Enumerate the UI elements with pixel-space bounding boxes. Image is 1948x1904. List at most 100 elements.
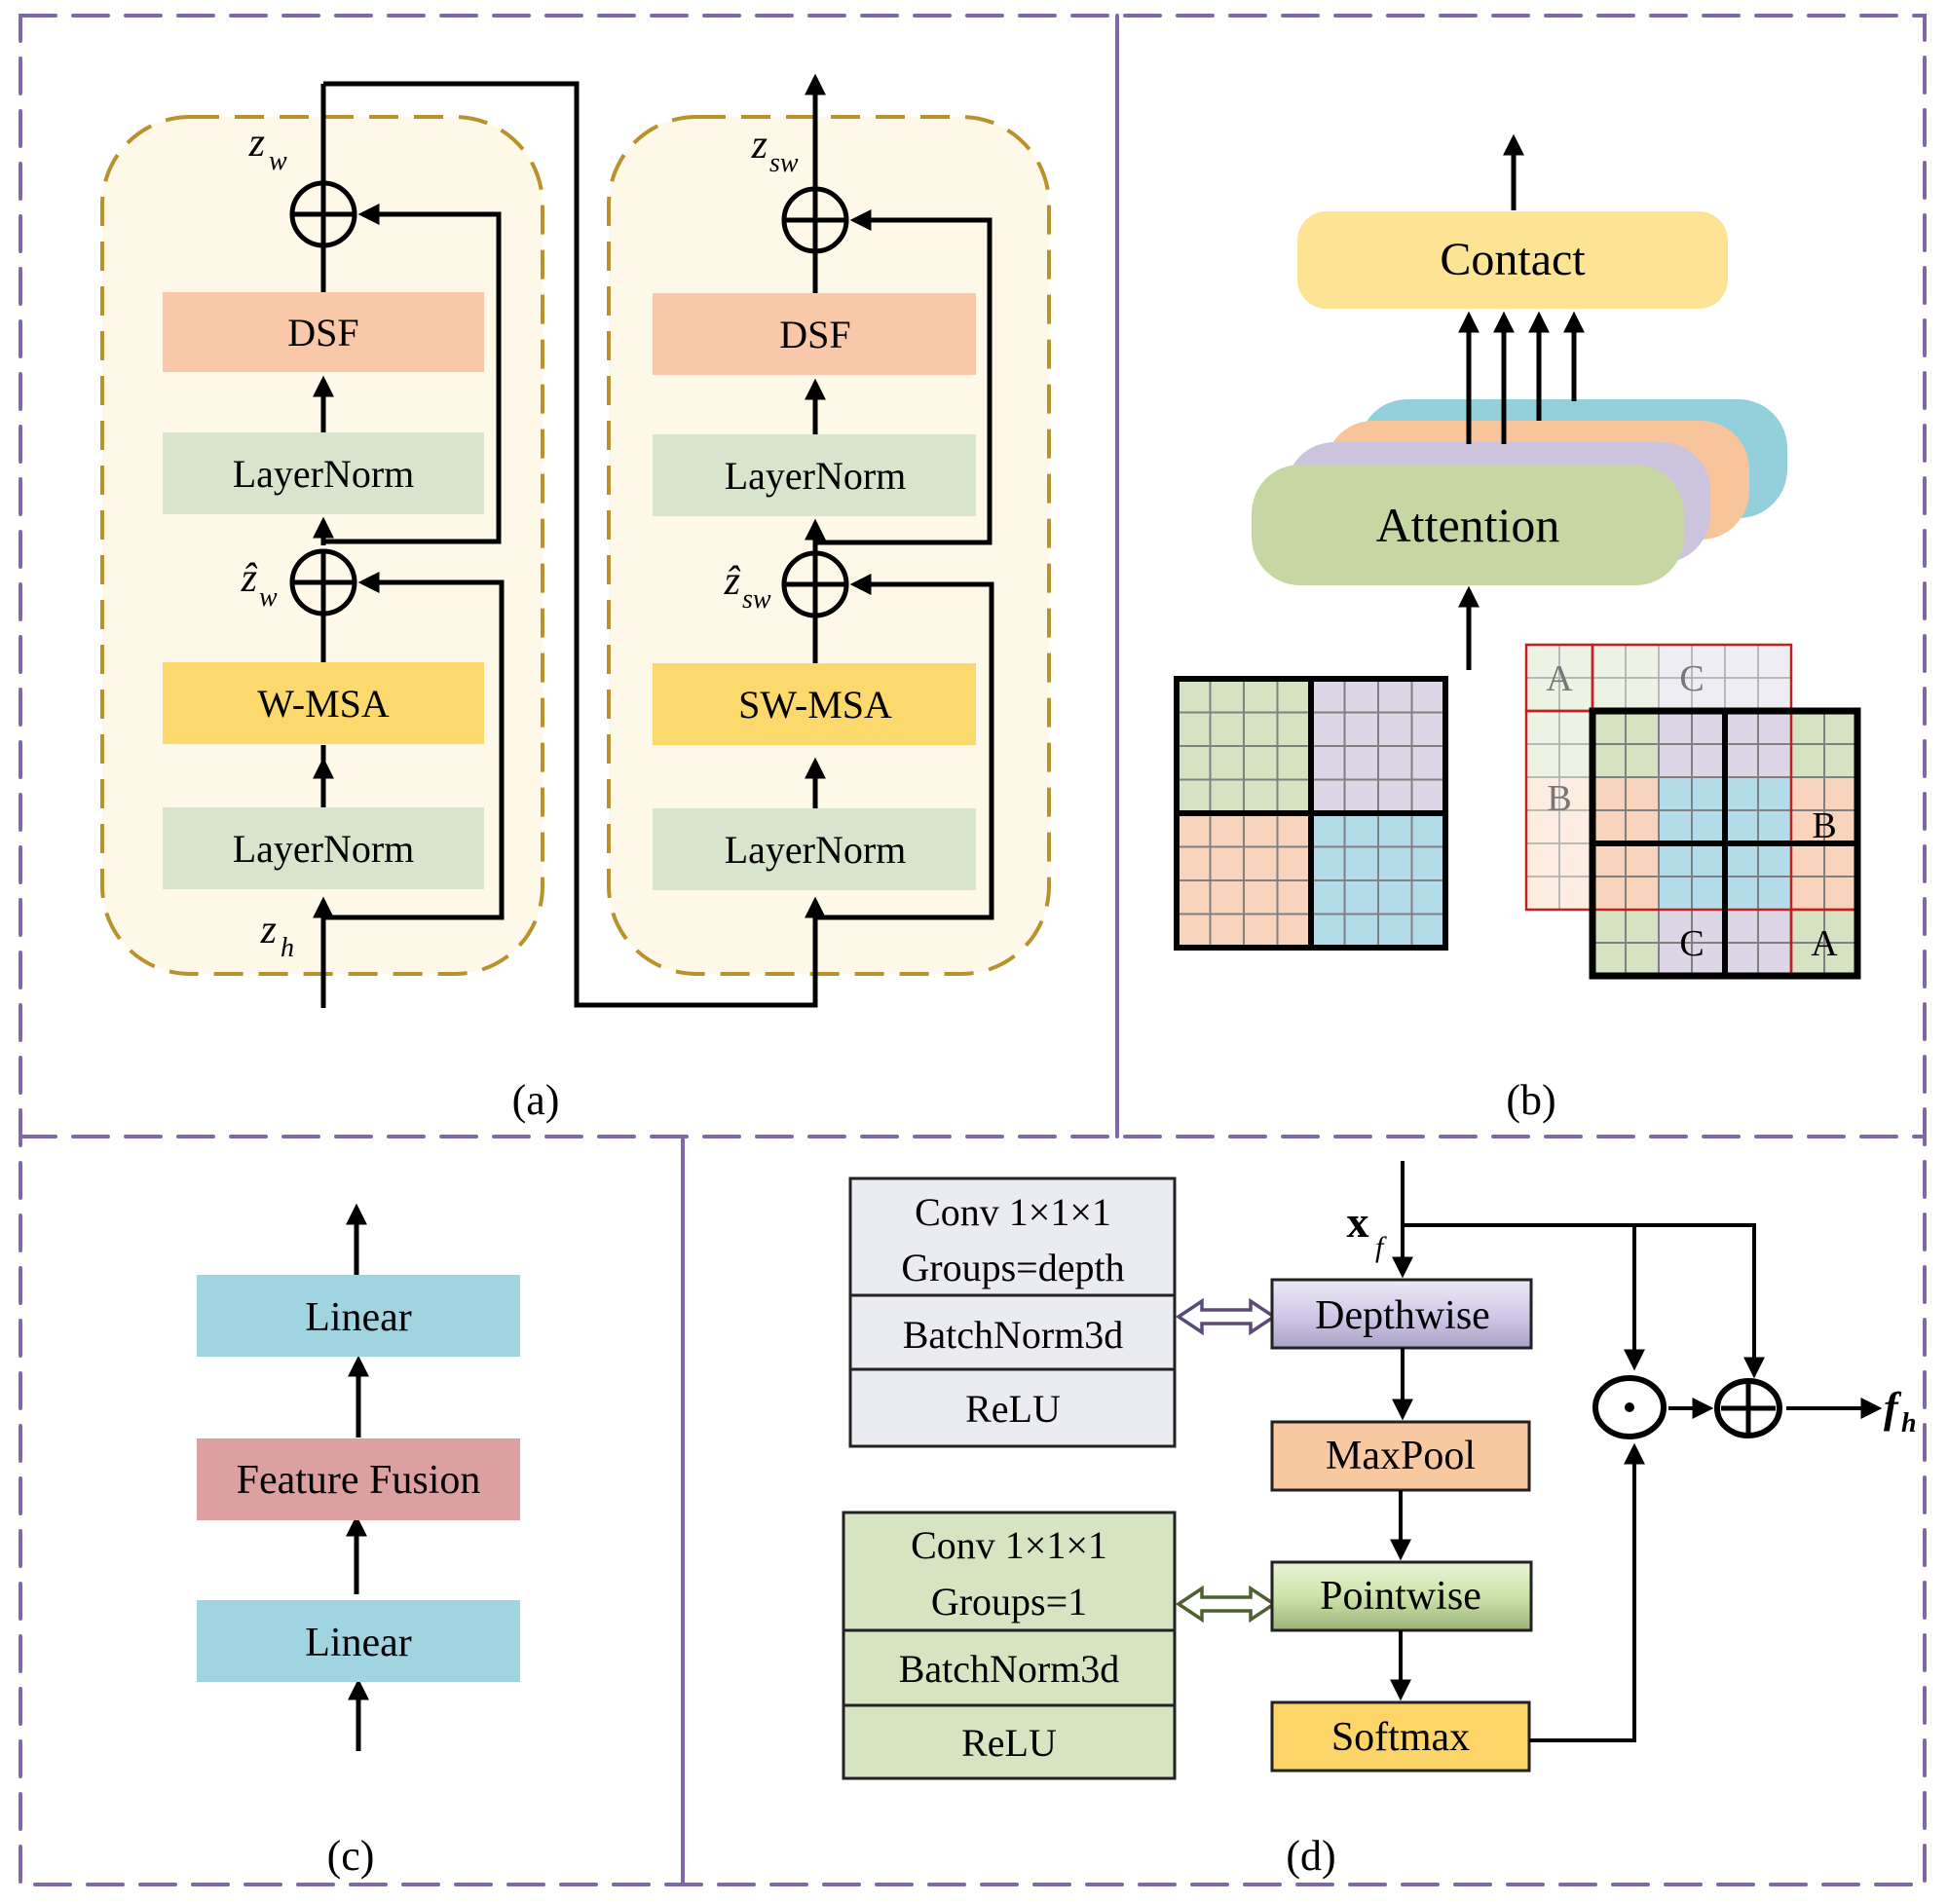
svg-text:Groups=1: Groups=1 <box>931 1580 1087 1624</box>
grid-cell <box>1592 809 1627 844</box>
wmsa-label: W-MSA <box>257 682 390 726</box>
grid-cell <box>1724 809 1759 844</box>
svg-text:Groups=depth: Groups=depth <box>901 1246 1124 1289</box>
grid-cell <box>1310 778 1346 814</box>
grid-cell <box>1724 876 1759 911</box>
svg-text:Conv 1×1×1: Conv 1×1×1 <box>911 1523 1107 1567</box>
grid-cell <box>1691 809 1726 844</box>
svg-text:z: z <box>260 908 277 952</box>
ghost-cell <box>1558 842 1593 877</box>
grid-cell <box>1209 879 1245 915</box>
grid-cell <box>1176 913 1212 949</box>
caption-d: (d) <box>1286 1832 1335 1880</box>
grid-cell <box>1790 776 1825 811</box>
grid-cell <box>1243 778 1279 814</box>
ghost-cell <box>1724 677 1759 712</box>
grid-cell <box>1276 812 1312 848</box>
grid-cell <box>1658 809 1693 844</box>
grid-cell <box>1343 879 1379 915</box>
dsf-label-left: DSF <box>287 311 358 355</box>
svg-text:ẑ: ẑ <box>724 559 741 604</box>
layernorm-bottom-box-left <box>163 807 484 889</box>
grid-cell <box>1790 876 1825 911</box>
grid-cell <box>1377 711 1413 747</box>
maxpool-box <box>1270 1420 1531 1492</box>
grid-cell <box>1310 913 1346 949</box>
pointwise-label: Pointwise <box>1320 1574 1481 1619</box>
ghost-label-c: C <box>1679 658 1704 699</box>
grid-cell <box>1592 710 1627 745</box>
depthwise-box <box>1270 1278 1533 1350</box>
grid-cell <box>1823 842 1858 877</box>
grid-cell <box>1410 879 1446 915</box>
grid-cell <box>1658 776 1693 811</box>
grid-cell <box>1310 745 1346 781</box>
grid-cell <box>1276 879 1312 915</box>
grid-cell <box>1658 942 1693 977</box>
depthwise-label: Depthwise <box>1315 1293 1490 1338</box>
grid-cell <box>1176 711 1212 747</box>
grid-cell <box>1410 845 1446 881</box>
svg-text:ReLU: ReLU <box>965 1387 1061 1431</box>
window-partition-grid <box>1174 676 1448 951</box>
grid-cell <box>1209 711 1245 747</box>
grid-cell <box>1410 778 1446 814</box>
svg-text:sw: sw <box>742 584 771 615</box>
grid-cell <box>1343 812 1379 848</box>
wmsa-box <box>163 662 484 744</box>
linear-bottom-label: Linear <box>305 1621 412 1665</box>
grid-cell <box>1243 812 1279 848</box>
grid-cell <box>1790 710 1825 745</box>
label-c: C <box>1679 923 1704 964</box>
grid-cell <box>1377 678 1413 714</box>
grid-cell <box>1343 711 1379 747</box>
layernorm-bottom-box-right <box>653 808 976 890</box>
label-f-h: f h <box>1884 1384 1917 1438</box>
maxpool-label: MaxPool <box>1326 1434 1476 1478</box>
contact-label: Contact <box>1440 234 1586 285</box>
ghost-cell <box>1558 710 1593 745</box>
ghost-cell <box>1625 677 1660 712</box>
add-node-output <box>1714 1378 1782 1438</box>
ghost-cell <box>1558 876 1593 911</box>
add-node-mid-right <box>781 550 849 618</box>
grid-cell <box>1691 710 1726 745</box>
panel-borders <box>19 14 1927 1886</box>
feature-fusion-box <box>197 1438 520 1520</box>
panel-a: DSF LayerNorm W-MSA LayerNorm <box>100 73 1051 1124</box>
grid-cell <box>1176 745 1212 781</box>
grid-cell <box>1691 743 1726 778</box>
grid-cell <box>1410 913 1446 949</box>
grid-cell <box>1592 776 1627 811</box>
grid-cell <box>1592 942 1627 977</box>
grid-cell <box>1176 845 1212 881</box>
grid-cell <box>1276 711 1312 747</box>
swmsa-label: SW-MSA <box>738 683 892 727</box>
grid-cell <box>1625 909 1660 944</box>
grid-cell <box>1343 913 1379 949</box>
grid-cell <box>1243 879 1279 915</box>
grid-cell <box>1625 776 1660 811</box>
panel-c: Linear Feature Fusion Linear (c) <box>197 1203 520 1880</box>
ghost-cell <box>1592 677 1627 712</box>
ghost-cell <box>1525 876 1560 911</box>
grid-cell <box>1310 845 1346 881</box>
grid-cell <box>1757 710 1792 745</box>
svg-text:w: w <box>269 146 287 176</box>
grid-cell <box>1790 743 1825 778</box>
ghost-cell <box>1525 842 1560 877</box>
grid-cell <box>1757 842 1792 877</box>
ghost-cell <box>1757 677 1792 712</box>
layernorm-bottom-label-left: LayerNorm <box>233 827 415 871</box>
grid-cell <box>1343 845 1379 881</box>
grid-cell <box>1757 809 1792 844</box>
grid-cell <box>1343 778 1379 814</box>
panel-d: Conv 1×1×1 Groups=depth BatchNorm3d ReLU… <box>842 1161 1917 1880</box>
double-arrow-depthwise <box>1175 1297 1278 1336</box>
ghost-cell <box>1625 644 1660 679</box>
label-z-w: z w <box>248 121 287 176</box>
ghost-cell <box>1525 743 1560 778</box>
outer-border <box>19 14 1927 1886</box>
